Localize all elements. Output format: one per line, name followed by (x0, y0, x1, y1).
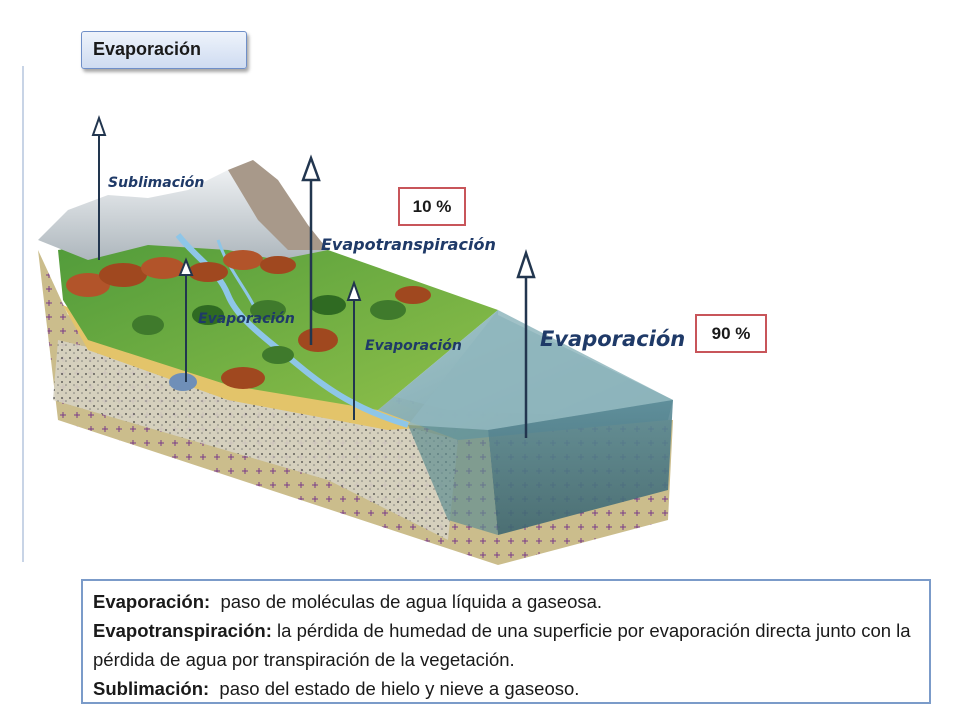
vegetation (66, 250, 431, 389)
definition-text: paso del estado de hielo y nieve a gaseo… (209, 678, 580, 699)
evapotranspiration-arrow (301, 154, 321, 345)
definition-sublimation: Sublimación: paso del estado de hielo y … (93, 674, 919, 703)
evaporation-arrow-ocean (516, 249, 536, 438)
gravel-layer (53, 340, 458, 540)
definition-evaporation: Evaporación: paso de moléculas de agua l… (93, 587, 919, 616)
evaporation-arrow-land-1 (178, 257, 194, 382)
ocean-front (488, 400, 673, 535)
definitions-box: Evaporación: paso de moléculas de agua l… (81, 579, 931, 704)
divider-line (22, 66, 24, 562)
ocean-surface (408, 310, 673, 430)
lake (169, 373, 197, 391)
definition-term: Evaporación: (93, 591, 211, 612)
rock-mountain (228, 160, 328, 250)
definition-term: Evapotranspiración: (93, 620, 272, 641)
definition-evapotranspiration: Evapotranspiración: la pérdida de humeda… (93, 616, 919, 674)
slide-title: Evaporación (81, 31, 247, 69)
definition-text: paso de moléculas de agua líquida a gase… (210, 591, 603, 612)
label-evaporation-ocean: Evaporación (540, 327, 685, 351)
sublimation-arrow (91, 114, 107, 260)
label-sublimation: Sublimación (108, 175, 204, 191)
definition-text: la pérdida de humedad de una superficie … (93, 620, 916, 670)
label-evaporation-land-1: Evaporación (198, 311, 295, 327)
definition-term: Sublimación: (93, 678, 210, 699)
percentage-ocean-badge: 90 % (695, 314, 767, 353)
percentage-land-badge: 10 % (398, 187, 466, 226)
label-evapotranspiration: Evapotranspiración (321, 235, 496, 254)
label-evaporation-land-2: Evaporación (365, 338, 462, 354)
evaporation-arrow-land-2 (346, 279, 362, 420)
water-cycle-diagram: Sublimación Evapotranspiración Evaporaci… (38, 114, 685, 565)
